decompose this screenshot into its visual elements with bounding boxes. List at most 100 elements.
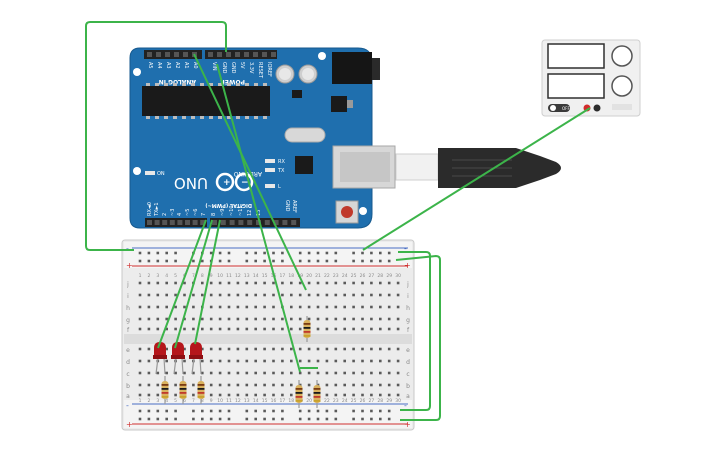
breadboard-hole[interactable]: [290, 305, 293, 309]
breadboard-hole[interactable]: [325, 281, 329, 285]
breadboard-hole[interactable]: [201, 347, 204, 351]
wire-d5-to-led3[interactable]: [194, 219, 221, 345]
rail-hole[interactable]: [334, 251, 338, 255]
breadboard-hole[interactable]: [183, 371, 186, 375]
breadboard-hole[interactable]: [192, 327, 195, 331]
breadboard-hole[interactable]: [227, 293, 231, 297]
breadboard-hole[interactable]: [183, 293, 186, 297]
breadboard-hole[interactable]: [174, 293, 177, 297]
breadboard-hole[interactable]: [245, 293, 249, 297]
breadboard-hole[interactable]: [218, 281, 222, 285]
breadboard-hole[interactable]: [254, 305, 257, 309]
breadboard-hole[interactable]: [147, 305, 151, 309]
breadboard-hole[interactable]: [281, 281, 284, 285]
rail-hole[interactable]: [192, 259, 195, 263]
breadboard-hole[interactable]: [307, 293, 311, 297]
breadboard-hole[interactable]: [379, 383, 382, 387]
breadboard-hole[interactable]: [307, 281, 311, 285]
breadboard-hole[interactable]: [352, 347, 355, 351]
breadboard-hole[interactable]: [218, 371, 222, 375]
rail-hole[interactable]: [192, 409, 195, 413]
breadboard-hole[interactable]: [165, 317, 168, 321]
rail-hole[interactable]: [209, 251, 213, 255]
breadboard-hole[interactable]: [281, 317, 284, 321]
breadboard-hole[interactable]: [396, 293, 400, 297]
rail-hole[interactable]: [316, 409, 320, 413]
negative-terminal[interactable]: [593, 104, 601, 112]
breadboard-hole[interactable]: [236, 281, 240, 285]
breadboard-hole[interactable]: [325, 359, 329, 363]
breadboard-hole[interactable]: [254, 293, 257, 297]
breadboard-hole[interactable]: [298, 317, 302, 321]
breadboard-hole[interactable]: [281, 327, 284, 331]
rail-hole[interactable]: [254, 417, 257, 421]
rail-hole[interactable]: [387, 417, 391, 421]
led-3[interactable]: [189, 342, 203, 375]
rail-hole[interactable]: [387, 259, 391, 263]
rail-hole[interactable]: [272, 409, 275, 413]
header-pin[interactable]: [147, 52, 152, 57]
breadboard-hole[interactable]: [254, 383, 257, 387]
breadboard-hole[interactable]: [201, 281, 204, 285]
breadboard-hole[interactable]: [218, 359, 222, 363]
header-pin[interactable]: [183, 52, 188, 57]
rail-hole[interactable]: [245, 259, 249, 263]
breadboard-hole[interactable]: [147, 393, 151, 397]
breadboard-hole[interactable]: [183, 327, 186, 331]
breadboard-hole[interactable]: [156, 327, 160, 331]
breadboard-hole[interactable]: [370, 317, 373, 321]
breadboard-hole[interactable]: [227, 327, 231, 331]
header-pin[interactable]: [271, 52, 276, 57]
breadboard-hole[interactable]: [272, 305, 275, 309]
resistor[interactable]: [295, 380, 303, 408]
breadboard-hole[interactable]: [334, 359, 338, 363]
breadboard-hole[interactable]: [387, 371, 391, 375]
rail-hole[interactable]: [227, 409, 231, 413]
rail-hole[interactable]: [209, 417, 213, 421]
breadboard-hole[interactable]: [227, 281, 231, 285]
rail-hole[interactable]: [147, 251, 151, 255]
breadboard-hole[interactable]: [343, 347, 346, 351]
header-pin[interactable]: [235, 52, 240, 57]
breadboard-hole[interactable]: [370, 371, 373, 375]
header-pin[interactable]: [256, 220, 261, 225]
breadboard-hole[interactable]: [387, 383, 391, 387]
rail-hole[interactable]: [209, 409, 213, 413]
breadboard-hole[interactable]: [379, 305, 382, 309]
breadboard-hole[interactable]: [334, 371, 338, 375]
breadboard-hole[interactable]: [245, 359, 249, 363]
rail-hole[interactable]: [316, 417, 320, 421]
header-pin[interactable]: [264, 220, 270, 225]
breadboard-hole[interactable]: [396, 393, 400, 397]
header-pin[interactable]: [273, 220, 279, 225]
breadboard-hole[interactable]: [227, 347, 231, 351]
breadboard-hole[interactable]: [379, 393, 382, 397]
rail-hole[interactable]: [325, 259, 329, 263]
header-pin[interactable]: [253, 52, 258, 57]
breadboard-hole[interactable]: [298, 347, 302, 351]
breadboard-hole[interactable]: [147, 359, 151, 363]
breadboard-hole[interactable]: [396, 371, 400, 375]
header-pin[interactable]: [192, 220, 198, 225]
rail-hole[interactable]: [138, 417, 142, 421]
breadboard-hole[interactable]: [218, 293, 222, 297]
breadboard[interactable]: - + - + - + - + j i h g f e d c b a j i …: [121, 239, 415, 431]
header-pin[interactable]: [174, 52, 179, 57]
rail-hole[interactable]: [254, 251, 257, 255]
rail-hole[interactable]: [201, 259, 204, 263]
header-pin[interactable]: [247, 220, 253, 225]
breadboard-hole[interactable]: [236, 305, 240, 309]
breadboard-hole[interactable]: [156, 281, 160, 285]
breadboard-hole[interactable]: [236, 327, 240, 331]
breadboard-hole[interactable]: [316, 371, 320, 375]
breadboard-hole[interactable]: [147, 317, 151, 321]
breadboard-hole[interactable]: [334, 393, 338, 397]
breadboard-hole[interactable]: [254, 317, 257, 321]
breadboard-hole[interactable]: [352, 327, 355, 331]
header-pin[interactable]: [226, 52, 231, 57]
breadboard-hole[interactable]: [343, 317, 346, 321]
breadboard-hole[interactable]: [316, 347, 320, 351]
breadboard-hole[interactable]: [396, 347, 400, 351]
breadboard-hole[interactable]: [263, 293, 266, 297]
header-pin[interactable]: [185, 220, 190, 225]
